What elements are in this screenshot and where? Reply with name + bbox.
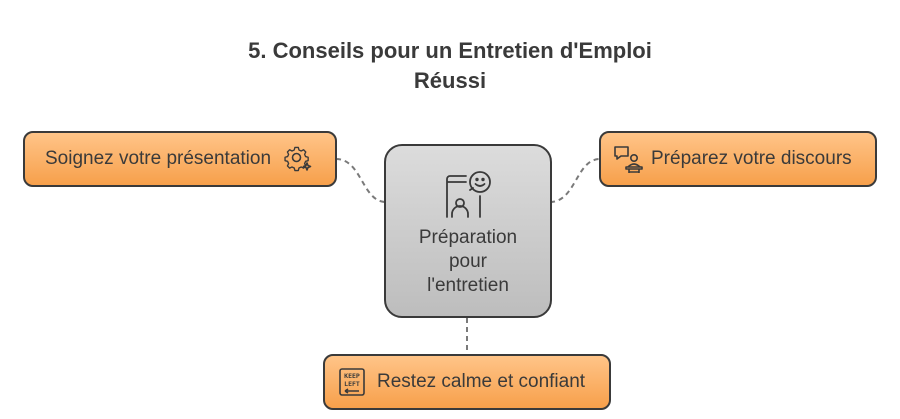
svg-text:LEFT: LEFT — [344, 380, 360, 388]
center-label-line-3: l'entretien — [427, 275, 509, 296]
node-calme-label: Restez calme et confiant — [377, 371, 586, 392]
phone-smiley-person-icon — [442, 168, 496, 222]
title-line-1: 5. Conseils pour un Entretien d'Emploi — [248, 38, 652, 63]
connector-left — [335, 158, 387, 203]
connector-right — [549, 158, 601, 203]
gear-sparkle-icon — [283, 144, 313, 174]
svg-text:KEEP: KEEP — [344, 372, 360, 380]
center-label-line-1: Préparation — [418, 227, 518, 248]
keep-left-sign-icon: KEEP LEFT — [337, 367, 367, 397]
speaker-podium-icon — [613, 144, 643, 174]
title-line-2: Réussi — [413, 68, 487, 93]
diagram-title: 5. Conseils pour un Entretien d'Emploi R… — [0, 36, 900, 96]
center-label-line-2: pour — [448, 251, 488, 272]
node-presentation: Soignez votre présentation — [23, 131, 337, 187]
node-calme: KEEP LEFT Restez calme et confiant — [323, 354, 611, 410]
node-presentation-label: Soignez votre présentation — [45, 148, 272, 169]
center-label: Préparation pour l'entretien — [396, 226, 540, 298]
node-discours-label: Préparez votre discours — [651, 148, 852, 169]
node-discours: Préparez votre discours — [599, 131, 877, 187]
center-node: Préparation pour l'entretien — [384, 144, 552, 318]
